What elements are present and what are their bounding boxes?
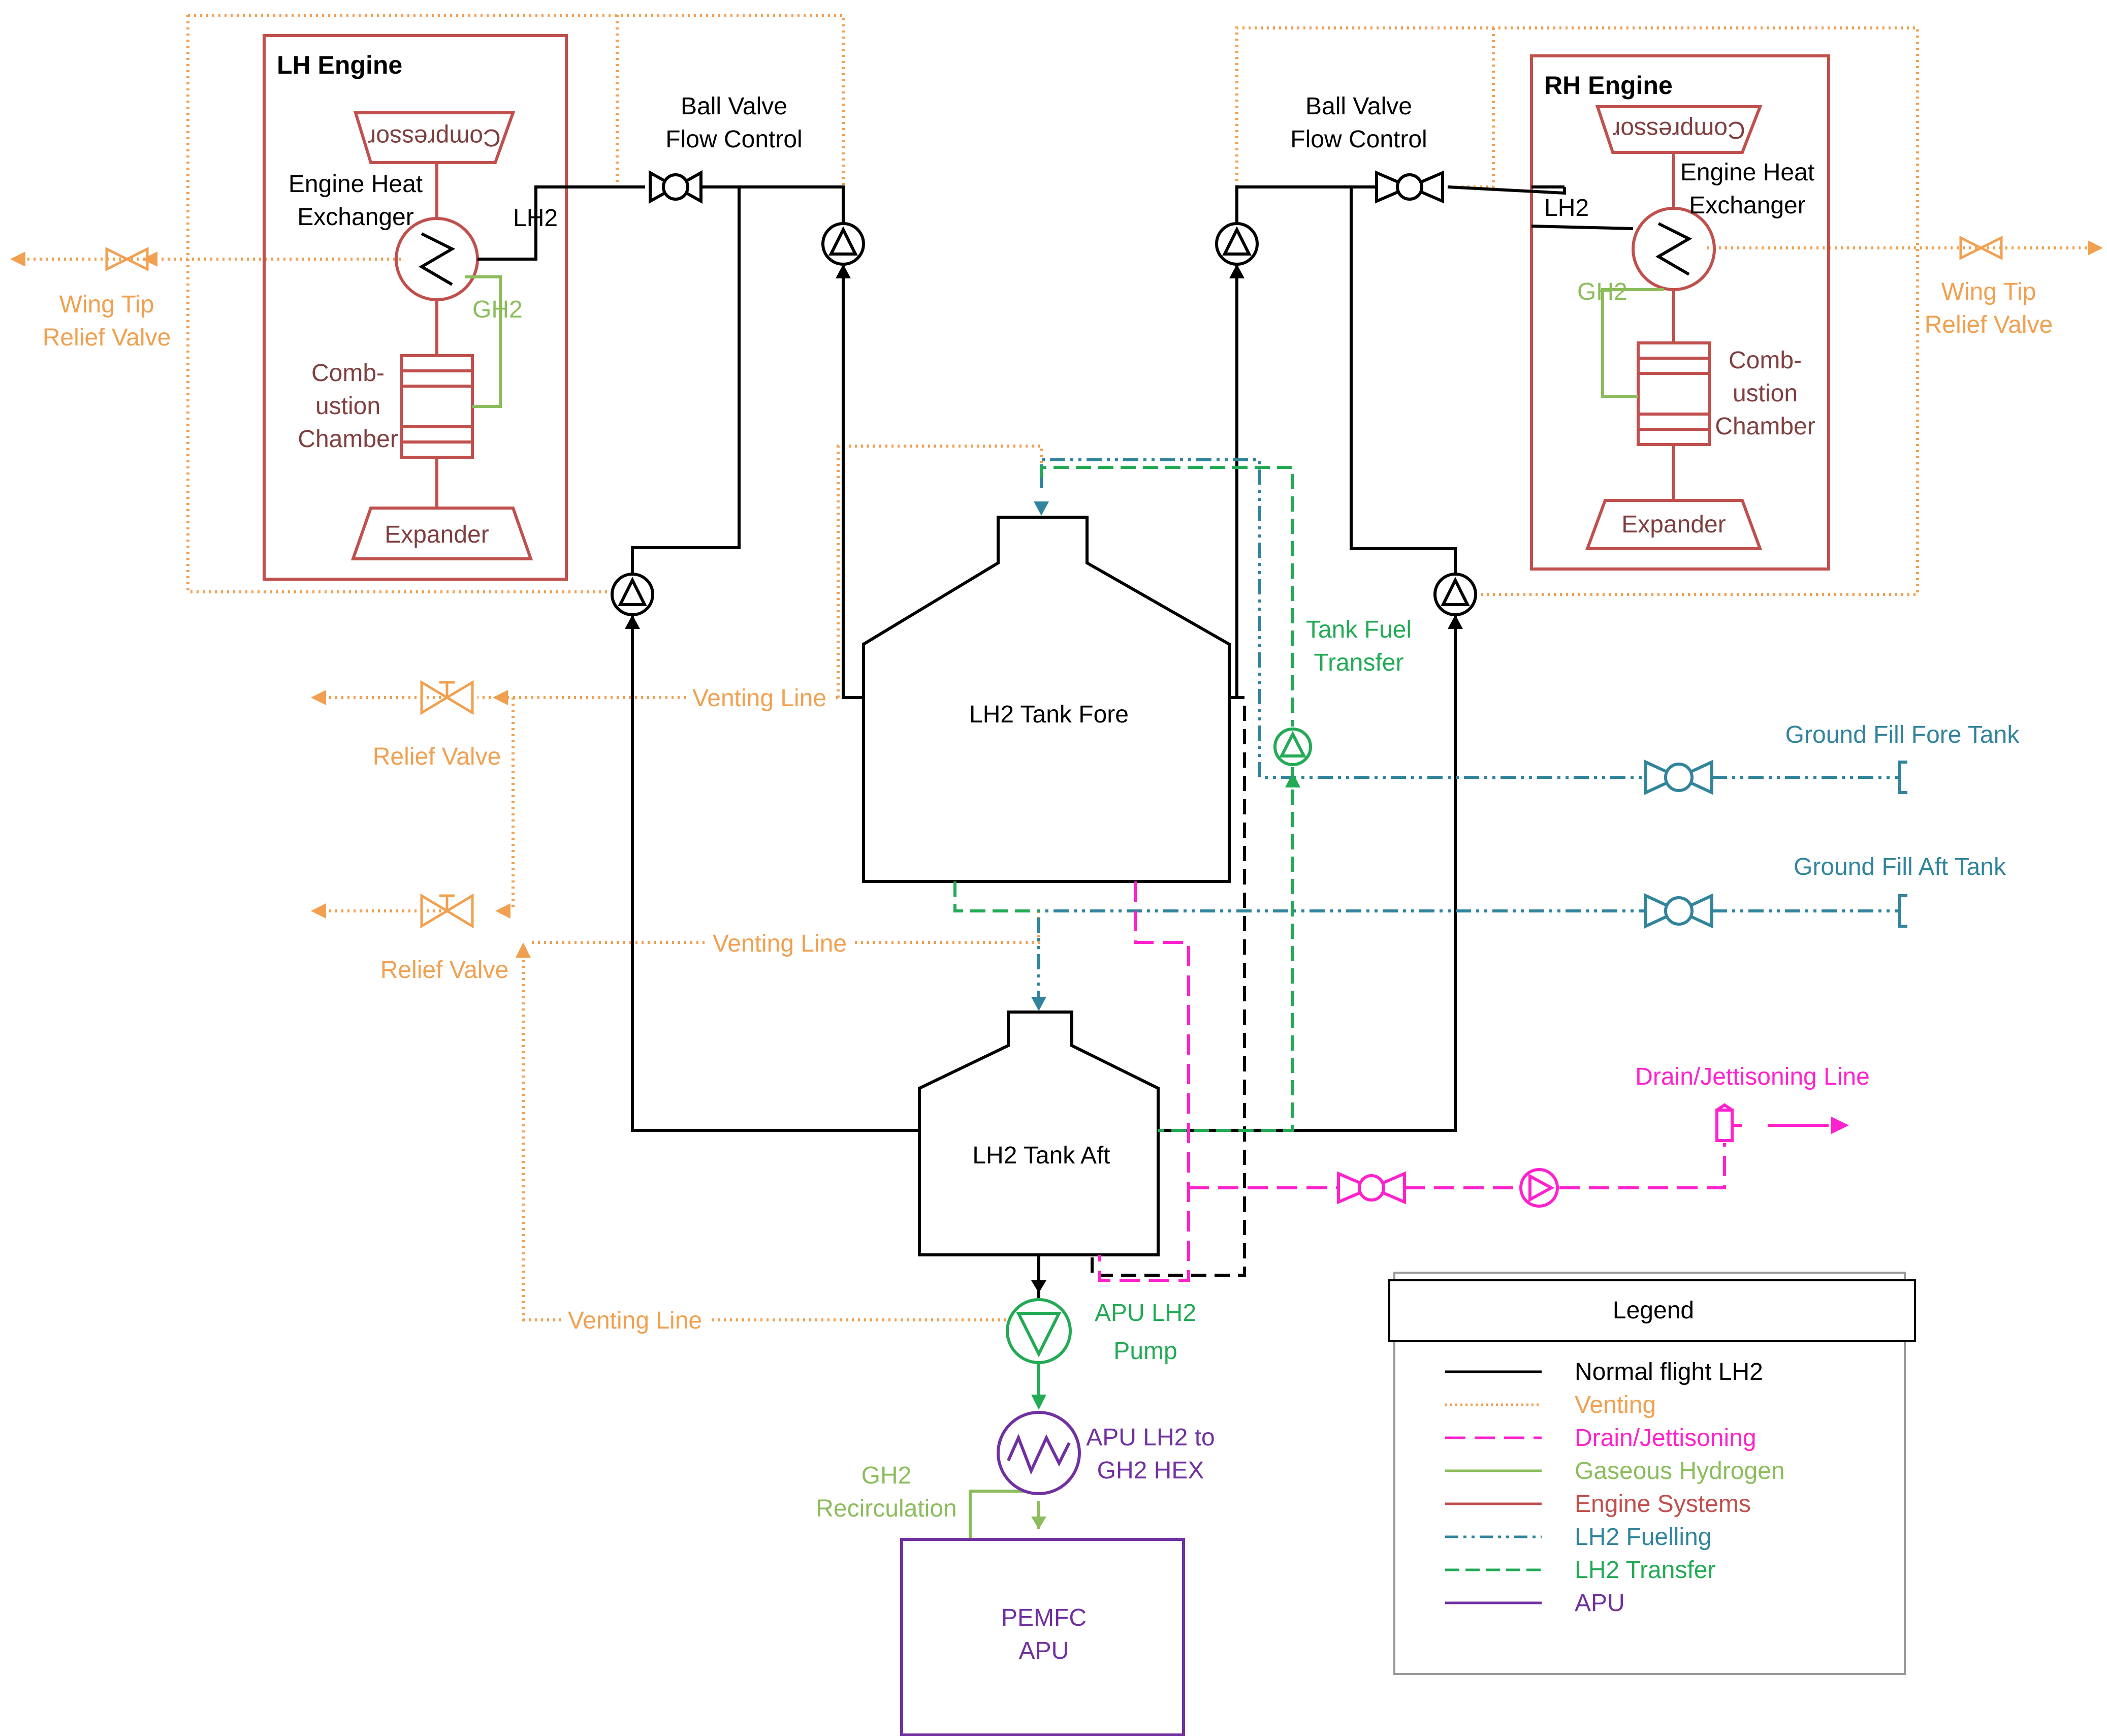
rh-heat-exchanger-label-2: Exchanger <box>1689 192 1805 219</box>
relief-valve-2 <box>420 893 474 929</box>
legend-item-fuelling: LH2 Fuelling <box>1575 1524 1711 1551</box>
lh-compressor-label: Compressor <box>368 124 500 151</box>
lh-combustion-label-1: Comb- <box>311 360 385 387</box>
wing-tip-right-label-1: Wing Tip <box>1941 278 2036 305</box>
tank-fuel-transfer-label-2: Transfer <box>1314 649 1404 676</box>
venting-line-label-3: Venting Line <box>568 1307 702 1334</box>
tank-aft-label: LH2 Tank Aft <box>972 1142 1110 1169</box>
legend-item-gas: Gaseous Hydrogen <box>1575 1458 1785 1485</box>
ball-valve-left-label-2: Flow Control <box>665 126 802 153</box>
pemfc-label-2: APU <box>1019 1637 1069 1664</box>
rh-compressor-label: Compressor <box>1612 116 1745 143</box>
relief-valve-1 <box>420 680 474 715</box>
rh-combustion-label-2: ustion <box>1733 380 1798 407</box>
tank-fuel-transfer-pump <box>1273 728 1312 766</box>
tank-fuel-transfer-label-1: Tank Fuel <box>1306 616 1412 643</box>
gh2-arrow <box>1031 1517 1046 1529</box>
pemfc-label-1: PEMFC <box>1001 1604 1087 1631</box>
ball-valve-right-label-2: Flow Control <box>1290 126 1427 153</box>
lh2-tank-fore <box>862 516 1231 883</box>
transfer-lines <box>953 466 1294 1132</box>
normal-flight-dashed <box>1091 696 1246 1277</box>
apu-hex-label-2: GH2 HEX <box>1097 1457 1204 1484</box>
lh-expander-label: Expander <box>385 521 489 548</box>
apu-pump-label-1: APU LH2 <box>1095 1300 1196 1327</box>
lh-combustion-label-3: Chamber <box>298 426 398 453</box>
rh-gh2-label: GH2 <box>1577 278 1627 305</box>
flow-arrows <box>625 264 1463 1293</box>
wing-tip-relief-valve-left <box>105 246 149 272</box>
legend-item-normal: Normal flight LH2 <box>1575 1359 1763 1385</box>
transfer-arrow <box>1285 772 1300 787</box>
rh-engine-title: RH Engine <box>1544 71 1673 100</box>
venting-line-label-1: Venting Line <box>692 685 826 712</box>
rh-combustion-label-3: Chamber <box>1715 413 1815 440</box>
lh-lh2-label: LH2 <box>513 205 558 232</box>
legend-item-engine: Engine Systems <box>1575 1491 1751 1518</box>
ball-valve-right-label-1: Ball Valve <box>1305 93 1412 120</box>
apu-pump-arrow <box>1031 1395 1046 1410</box>
tank-fore-label: LH2 Tank Fore <box>969 701 1129 728</box>
legend-item-transfer: LH2 Transfer <box>1575 1557 1715 1584</box>
lh-heat-exchanger-label-2: Exchanger <box>297 204 413 231</box>
legend-item-apu: APU <box>1575 1590 1625 1617</box>
apu-pump-label-2: Pump <box>1113 1338 1177 1365</box>
ball-valves <box>649 170 1444 204</box>
ground-fill-valves <box>1644 760 1907 929</box>
drain-line-label: Drain/Jettisoning Line <box>1635 1063 1870 1090</box>
legend-item-venting: Venting <box>1575 1392 1656 1418</box>
lh-combustion-label-2: ustion <box>315 393 380 420</box>
rh-lh2-label: LH2 <box>1544 195 1589 222</box>
rh-expander-label: Expander <box>1621 511 1726 538</box>
apu-hex <box>997 1411 1081 1495</box>
heat-exchanger-icons <box>419 222 1693 286</box>
ball-valve-left-label-1: Ball Valve <box>681 93 787 120</box>
gh2-recirc-label-2: Recirculation <box>816 1495 956 1522</box>
lh2-pumps <box>611 222 1477 616</box>
lh-heat-exchanger-label-1: Engine Heat <box>289 171 423 198</box>
legend-item-drain: Drain/Jettisoning <box>1575 1425 1757 1451</box>
lh-engine <box>263 34 568 581</box>
drain-components <box>1337 1103 1829 1208</box>
apu-lh2-pump <box>1006 1298 1072 1364</box>
ground-fill-aft-label: Ground Fill Aft Tank <box>1794 854 2006 880</box>
lh2-tank-aft <box>918 1011 1160 1256</box>
drain-lines <box>1098 881 1726 1282</box>
drain-arrow <box>1831 1117 1849 1134</box>
legend-title: Legend <box>1613 1297 1694 1324</box>
wing-tip-left-label-1: Wing Tip <box>59 291 154 318</box>
lh-engine-title: LH Engine <box>277 51 402 79</box>
rh-engine <box>1530 54 1830 571</box>
wing-tip-left-label-2: Relief Valve <box>43 324 171 351</box>
rh-combustion-label-1: Comb- <box>1729 347 1802 374</box>
apu-hex-label-1: APU LH2 to <box>1086 1424 1215 1451</box>
lh-gh2-label: GH2 <box>472 296 523 323</box>
relief-valve-label-1: Relief Valve <box>373 743 501 770</box>
wing-tip-relief-valve-right <box>1959 235 2003 261</box>
ground-fill-fore-label: Ground Fill Fore Tank <box>1785 721 2020 748</box>
gh2-recirc-label-1: GH2 <box>861 1462 912 1489</box>
venting-arrows <box>10 240 2103 958</box>
legend: Legend Normal flight LH2 Venting Drain/J… <box>1388 1272 1916 1675</box>
venting-line-label-2: Venting Line <box>713 930 847 957</box>
wing-tip-right-label-2: Relief Valve <box>1925 311 2053 338</box>
gh2-lines <box>465 275 1664 1539</box>
rh-heat-exchanger-label-1: Engine Heat <box>1680 159 1814 186</box>
fuelling-arrows <box>1031 501 1049 1011</box>
pemfc-apu-box <box>900 1538 1185 1736</box>
relief-valve-label-2: Relief Valve <box>380 957 509 984</box>
